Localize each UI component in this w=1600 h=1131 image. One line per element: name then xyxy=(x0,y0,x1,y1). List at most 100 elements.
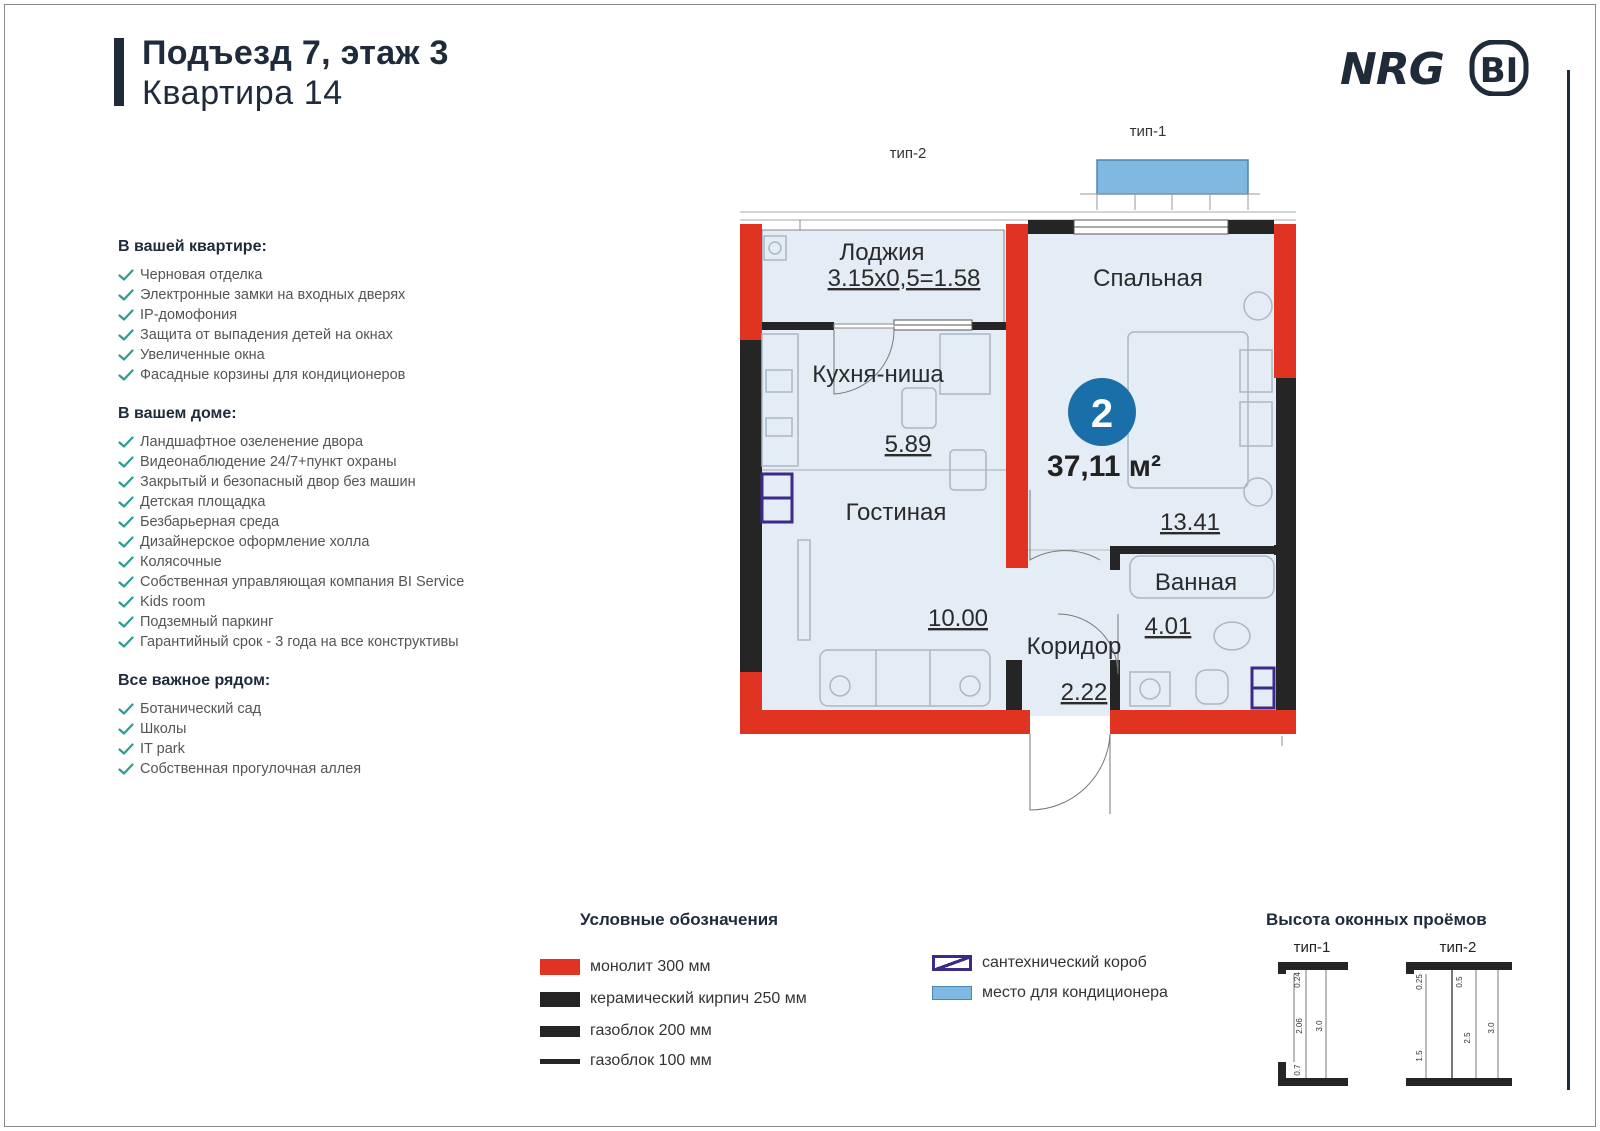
tv-stand xyxy=(797,539,811,641)
header-accent-bar xyxy=(114,38,124,106)
chair-icon xyxy=(949,449,987,491)
feature-text: Ботанический сад xyxy=(140,701,262,717)
window-heights: Высота оконных проёмов тип-1 тип-2 0.24 … xyxy=(1266,910,1556,1090)
feature-text: Собственная управляющая компания BI Serv… xyxy=(140,574,465,590)
legend-label: место для кондиционера xyxy=(982,984,1168,1001)
feature-item: Kids room xyxy=(118,592,538,612)
legend-gasblock-100: газоблок 100 мм xyxy=(540,1052,712,1070)
monolith-wall xyxy=(1006,224,1028,568)
window-type2-label: тип-2 xyxy=(1440,939,1477,956)
feature-text: Безбарьерная среда xyxy=(140,514,280,530)
nightstand xyxy=(1239,349,1273,393)
feature-text: Видеонаблюдение 24/7+пункт охраны xyxy=(140,454,397,470)
feature-text: Гарантийный срок - 3 года на все констру… xyxy=(140,634,459,650)
room-name-bedroom: Спальная xyxy=(1093,265,1203,292)
feature-item: IP-домофония xyxy=(118,305,538,325)
room-name-kitchen: Кухня-ниша xyxy=(812,361,944,388)
type2-dim: 0.5 xyxy=(1455,976,1464,988)
feature-text: Колясочные xyxy=(140,554,222,570)
ac-unit-place xyxy=(1096,159,1249,195)
type2-dim: 3.0 xyxy=(1487,1022,1496,1034)
bedroom-floor xyxy=(1025,230,1280,555)
loggia-door-swing xyxy=(833,329,895,395)
right-rule xyxy=(1567,70,1570,1090)
checkmark-icon xyxy=(118,616,134,628)
feature-text: Собственная прогулочная аллея xyxy=(140,761,362,777)
feature-item: Видеонаблюдение 24/7+пункт охраны xyxy=(118,452,538,472)
logo-badge xyxy=(1469,40,1529,96)
apartment-title: Квартира 14 xyxy=(142,74,343,112)
checkmark-icon xyxy=(118,596,134,608)
checkmark-icon xyxy=(118,496,134,508)
brick-wall xyxy=(740,340,762,672)
feature-text: IP-домофония xyxy=(140,307,238,323)
bathroom-door-swing xyxy=(1057,613,1119,675)
window-type1-label: тип-1 xyxy=(1130,123,1167,140)
room-count: 2 xyxy=(1091,392,1113,436)
feature-item: Собственная управляющая компания BI Serv… xyxy=(118,572,538,592)
brick-wall xyxy=(1276,378,1296,710)
legend-label: монолит 300 мм xyxy=(590,958,711,975)
gasblock-100-swatch xyxy=(540,1058,580,1064)
loggia-floor xyxy=(762,230,1010,326)
gasblock-wall xyxy=(762,322,834,330)
logo-text-bi: BI xyxy=(1480,51,1519,91)
feature-item: Ботанический сад xyxy=(118,699,538,719)
legend-label: керамический кирпич 250 мм xyxy=(590,990,807,1007)
feature-item: Детская площадка xyxy=(118,492,538,512)
page-frame xyxy=(4,4,1596,1127)
checkmark-icon xyxy=(118,369,134,381)
monolith-swatch xyxy=(540,959,580,975)
ac-swatch xyxy=(932,986,972,1000)
feature-item: Дизайнерское оформление холла xyxy=(118,532,538,552)
feature-text: Ландшафтное озеленение двора xyxy=(140,434,364,450)
checkmark-icon xyxy=(118,516,134,528)
loggia-door xyxy=(833,323,895,329)
feature-text: Фасадные корзины для кондиционеров xyxy=(140,367,406,383)
room-area-bedroom: 13.41 xyxy=(1160,509,1220,536)
room-count-badge xyxy=(1068,378,1136,446)
window-type1-label: тип-1 xyxy=(1294,939,1331,956)
legend-label: газоблок 100 мм xyxy=(590,1052,712,1069)
feature-item: Школы xyxy=(118,719,538,739)
feature-text: Электронные замки на входных дверях xyxy=(140,287,406,303)
total-area: 37,11 м² xyxy=(1047,450,1161,483)
checkmark-icon xyxy=(118,309,134,321)
feature-text: Черновая отделка xyxy=(140,267,263,283)
type1-dim: 2.06 xyxy=(1295,1018,1304,1034)
type2-dim: 1.5 xyxy=(1415,1050,1424,1062)
feature-item: Электронные замки на входных дверях xyxy=(118,285,538,305)
entry-door-swing xyxy=(1029,733,1111,811)
nightstand xyxy=(1239,401,1273,447)
type1-dim: 3.0 xyxy=(1315,1020,1324,1032)
floor-plan: тип-1 тип-2 xyxy=(740,123,1296,814)
checkmark-icon xyxy=(118,743,134,755)
checkmark-icon xyxy=(118,329,134,341)
feature-text: Школы xyxy=(140,721,187,737)
room-area-bathroom: 4.01 xyxy=(1145,613,1192,640)
feature-item: Защита от выпадения детей на окнах xyxy=(118,325,538,345)
feature-section-building: В вашем доме: Ландшафтное озеленение дво… xyxy=(118,405,538,652)
company-logo: NRG BI xyxy=(1340,40,1529,96)
feature-item: Закрытый и безопасный двор без машин xyxy=(118,472,538,492)
room-area-kitchen: 5.89 xyxy=(885,431,932,458)
legend-label: газоблок 200 мм xyxy=(590,1022,712,1039)
room-name-living: Гостиная xyxy=(846,499,947,526)
room-area-corridor: 2.22 xyxy=(1061,679,1108,706)
brick-swatch xyxy=(540,991,580,1007)
window-type2-label: тип-2 xyxy=(890,145,927,162)
gasblock-wall xyxy=(1110,546,1120,570)
type2-dim: 2.5 xyxy=(1463,1032,1472,1044)
checkmark-icon xyxy=(118,536,134,548)
brick-wall xyxy=(1028,220,1074,234)
feature-section-title: В вашем доме: xyxy=(118,405,237,422)
monolith-wall xyxy=(1110,710,1296,734)
feature-item: Фасадные корзины для кондиционеров xyxy=(118,365,538,385)
feature-text: Дизайнерское оформление холла xyxy=(140,534,370,550)
lamp-icon xyxy=(1243,291,1273,321)
type1-dim: 0.7 xyxy=(1293,1064,1302,1076)
feature-item: IT park xyxy=(118,739,538,759)
monolith-wall xyxy=(740,224,762,340)
window-type2-section: 0.25 0.5 1.5 2.5 3.0 xyxy=(1406,962,1512,1086)
